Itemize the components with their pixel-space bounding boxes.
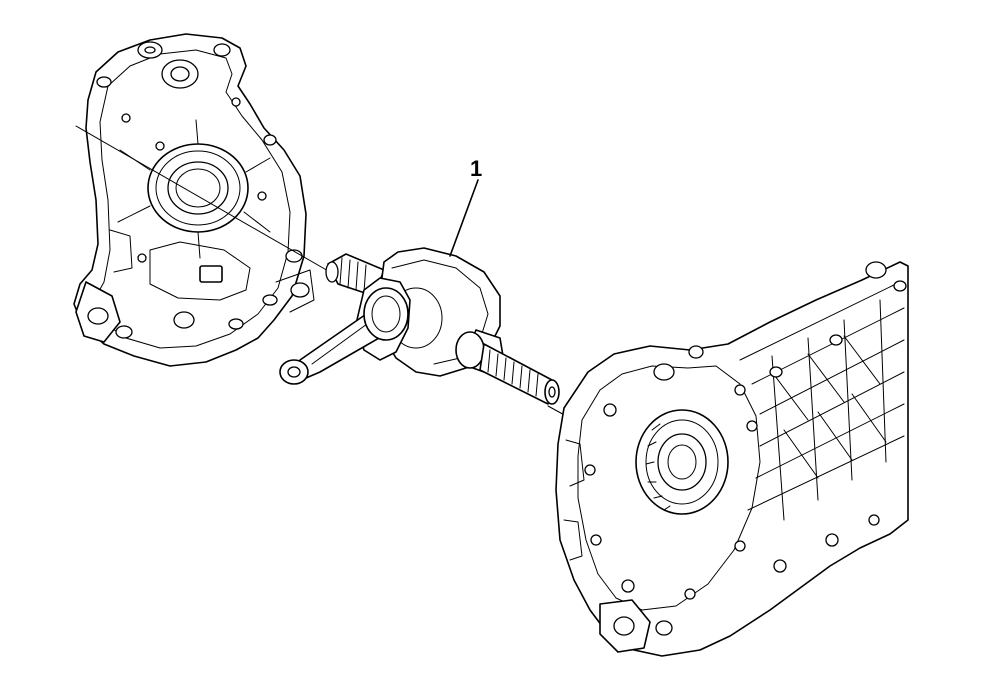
callout-1: 1 xyxy=(449,156,482,257)
callout-label: 1 xyxy=(470,156,482,181)
left-crankcase-half xyxy=(73,33,315,367)
callout-leader-line xyxy=(449,179,479,257)
crankshaft xyxy=(279,247,560,405)
right-crankcase-half xyxy=(555,261,909,657)
